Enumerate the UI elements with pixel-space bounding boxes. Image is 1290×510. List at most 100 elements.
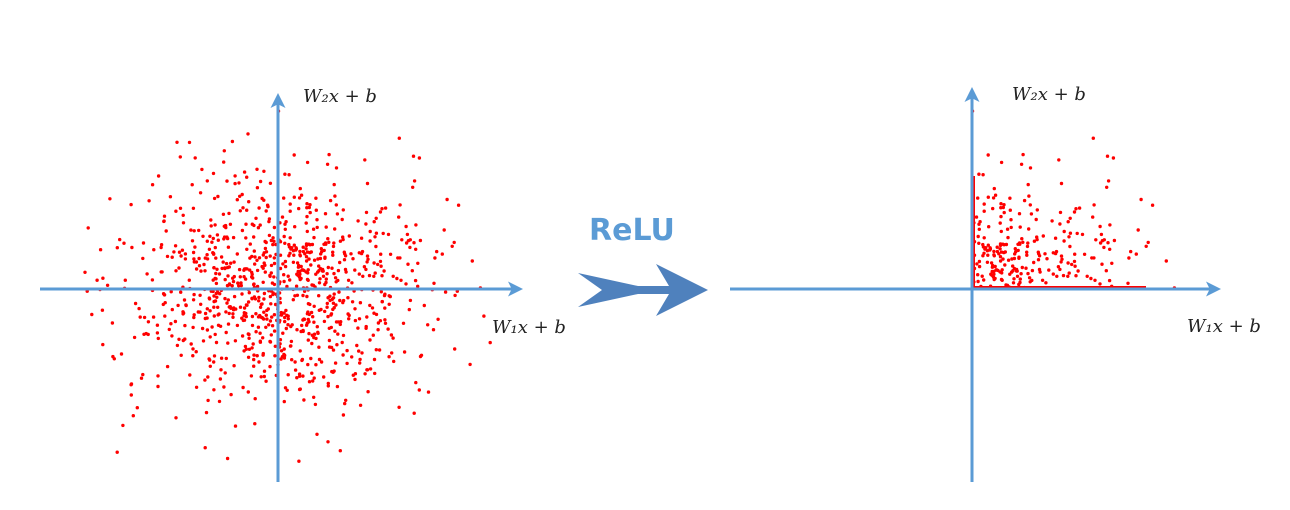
left-scatter-point bbox=[372, 261, 376, 265]
left-scatter-point bbox=[257, 299, 261, 303]
left-scatter-point bbox=[262, 251, 266, 255]
left-scatter-point bbox=[360, 351, 364, 355]
right-scatter-point bbox=[1018, 277, 1022, 281]
left-scatter-point bbox=[326, 384, 330, 388]
left-scatter-point bbox=[273, 302, 278, 307]
left-scatter-point bbox=[291, 249, 296, 253]
left-scatter-point bbox=[325, 162, 330, 166]
left-scatter-point bbox=[179, 254, 183, 258]
left-scatter-point bbox=[361, 274, 365, 278]
left-x-axis-label: W₁x + b bbox=[492, 317, 566, 338]
left-scatter-point bbox=[226, 245, 231, 249]
left-scatter-point bbox=[110, 321, 115, 325]
left-scatter-point bbox=[208, 335, 212, 339]
left-scatter-point bbox=[383, 206, 388, 210]
left-scatter-point bbox=[470, 259, 474, 263]
left-scatter-point bbox=[233, 181, 237, 186]
left-scatter-point bbox=[217, 399, 222, 404]
left-scatter-point bbox=[370, 306, 375, 310]
left-scatter-point bbox=[155, 323, 160, 327]
left-scatter-point bbox=[261, 336, 265, 340]
right-scatter-point bbox=[1073, 252, 1077, 256]
left-scatter-point bbox=[368, 229, 372, 234]
left-scatter-point bbox=[155, 331, 160, 335]
left-scatter-point bbox=[241, 206, 245, 210]
left-scatter-point bbox=[235, 323, 240, 328]
left-scatter-point bbox=[194, 260, 199, 264]
left-scatter-point bbox=[270, 281, 275, 285]
left-scatter-point bbox=[374, 312, 379, 317]
left-scatter-point bbox=[282, 399, 286, 404]
right-scatter-point bbox=[1026, 271, 1030, 276]
left-scatter-point bbox=[282, 279, 286, 284]
left-scatter-point bbox=[190, 239, 195, 243]
left-scatter-point bbox=[227, 211, 231, 216]
right-scatter-point bbox=[1029, 212, 1034, 216]
left-scatter-point bbox=[205, 328, 210, 332]
left-scatter-point bbox=[343, 252, 347, 256]
left-scatter-point bbox=[233, 339, 238, 343]
left-scatter-point bbox=[224, 330, 228, 335]
left-scatter-point bbox=[323, 212, 328, 216]
left-scatter-point bbox=[368, 338, 372, 342]
left-scatter-point bbox=[259, 302, 263, 306]
left-scatter-point bbox=[326, 296, 330, 300]
left-scatter-point bbox=[214, 281, 219, 286]
left-scatter-point bbox=[215, 233, 220, 237]
left-scatter-point bbox=[305, 294, 309, 299]
right-scatter-point bbox=[980, 274, 984, 278]
left-scatter-point bbox=[227, 311, 231, 316]
left-scatter-point bbox=[391, 274, 395, 278]
left-scatter-point bbox=[440, 252, 444, 256]
left-scatter-point bbox=[265, 317, 269, 321]
right-scatter-point bbox=[1043, 252, 1047, 256]
left-scatter-point bbox=[163, 314, 167, 318]
left-scatter-point bbox=[216, 238, 220, 242]
left-scatter-point bbox=[233, 424, 238, 428]
left-scatter-point bbox=[315, 225, 319, 230]
left-scatter-point bbox=[373, 235, 377, 239]
left-scatter-point bbox=[262, 297, 266, 301]
left-scatter-point bbox=[226, 274, 230, 278]
left-scatter-point bbox=[119, 352, 124, 356]
left-scatter-point bbox=[313, 402, 318, 407]
left-scatter-point bbox=[221, 212, 226, 216]
left-scatter-point bbox=[319, 307, 323, 312]
left-scatter-point bbox=[193, 156, 197, 160]
right-scatter-point bbox=[986, 253, 990, 257]
left-scatter-point bbox=[468, 362, 472, 367]
right-scatter-point bbox=[992, 249, 996, 254]
transform-arrow bbox=[578, 264, 708, 316]
left-scatter-point bbox=[316, 257, 320, 261]
right-scatter-point bbox=[992, 253, 996, 257]
left-scatter-point bbox=[235, 252, 239, 256]
left-scatter-point bbox=[242, 275, 246, 279]
left-scatter-point bbox=[223, 277, 227, 282]
left-scatter-point bbox=[231, 308, 236, 312]
left-scatter-point bbox=[334, 203, 338, 207]
left-scatter-point bbox=[258, 339, 262, 343]
left-scatter-point bbox=[225, 236, 230, 241]
left-scatter-point bbox=[327, 152, 331, 157]
left-scatter-point bbox=[318, 266, 323, 271]
left-scatter-point bbox=[378, 210, 383, 214]
left-scatter-point bbox=[192, 315, 196, 320]
left-scatter-point bbox=[364, 326, 368, 330]
relu-transform: ReLU bbox=[578, 213, 708, 316]
left-scatter-point bbox=[218, 324, 223, 328]
right-scatter-point bbox=[1053, 236, 1058, 240]
left-scatter-point bbox=[312, 335, 316, 340]
left-scatter-point bbox=[271, 242, 275, 247]
left-scatter-point bbox=[257, 256, 262, 260]
left-scatter-point bbox=[482, 314, 486, 318]
right-scatter-point bbox=[976, 234, 980, 239]
left-scatter-point bbox=[301, 293, 305, 298]
left-scatter-point bbox=[205, 179, 209, 183]
left-scatter-point bbox=[317, 264, 321, 268]
left-scatter-point bbox=[340, 340, 344, 345]
right-scatter-point bbox=[991, 275, 996, 279]
left-scatter-point bbox=[175, 140, 179, 144]
left-scatter-point bbox=[378, 259, 383, 264]
right-scatter-point bbox=[1011, 264, 1015, 268]
